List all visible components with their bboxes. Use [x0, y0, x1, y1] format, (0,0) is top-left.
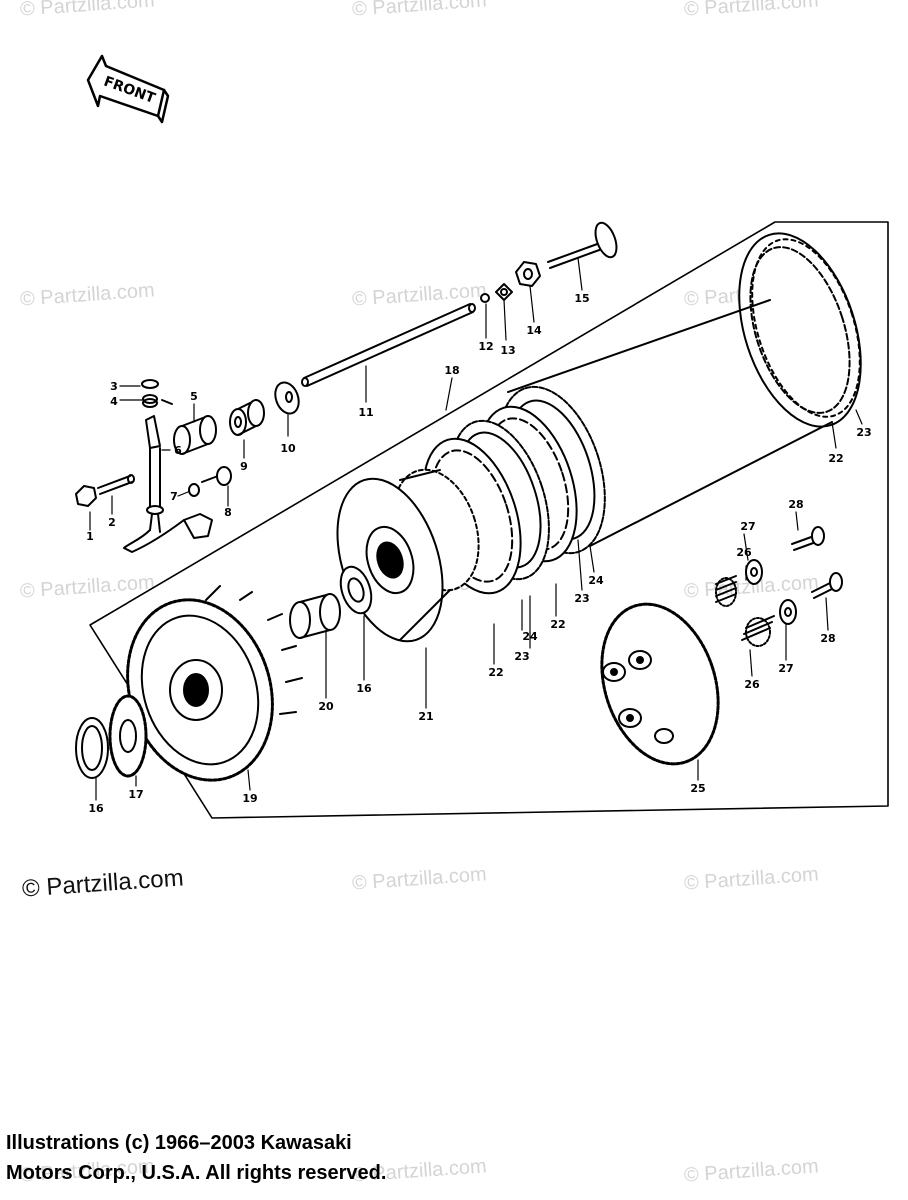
- callout-23-a: 23: [514, 650, 529, 663]
- callout-17: 17: [128, 788, 143, 801]
- front-arrow-icon: [86, 54, 170, 124]
- part-13-lockwasher: [495, 283, 513, 301]
- callout-18: 18: [444, 364, 459, 377]
- part-7-oring: [188, 483, 200, 497]
- part-8-screw: [201, 466, 232, 486]
- callout-9: 9: [240, 460, 248, 473]
- callout-22-a: 22: [488, 666, 503, 679]
- callout-16-lower: 16: [88, 802, 104, 815]
- callout-19: 19: [242, 792, 257, 805]
- callout-14: 14: [526, 324, 542, 337]
- leader-lines: [89, 257, 863, 801]
- callout-24-b: 24: [588, 574, 604, 587]
- callout-2: 2: [108, 516, 116, 529]
- callout-28-a: 28: [788, 498, 803, 511]
- part-17-gear: [108, 694, 148, 778]
- group-outline: [89, 221, 889, 819]
- copyright-notice: Illustrations (c) 1966–2003 Kawasaki Mot…: [6, 1128, 386, 1188]
- callout-13: 13: [500, 344, 515, 357]
- callout-12: 12: [478, 340, 493, 353]
- callout-7: 7: [170, 490, 178, 503]
- part-26-spring-lower: [741, 615, 775, 647]
- callout-15: 15: [574, 292, 589, 305]
- part-16-thrust-washer: [339, 565, 373, 615]
- callout-27-b: 27: [778, 662, 793, 675]
- part-2-pin: [97, 474, 135, 495]
- part-12-ball: [480, 293, 490, 303]
- callout-10: 10: [280, 442, 296, 455]
- callout-4: 4: [110, 395, 118, 408]
- part-6-release-shaft: [123, 415, 213, 553]
- part-23-steel-plate: [738, 232, 862, 428]
- part-4-spring: [142, 394, 173, 408]
- callout-16: 16: [356, 682, 372, 695]
- callout-22-b: 22: [550, 618, 565, 631]
- part-27-washer-upper: [745, 559, 763, 585]
- part-27-washer-lower: [779, 599, 797, 625]
- callout-21: 21: [418, 710, 433, 723]
- callout-28-b: 28: [820, 632, 835, 645]
- part-11-pushrod-long: [301, 303, 476, 387]
- callout-23-c: 23: [856, 426, 871, 439]
- part-14-nut: [515, 261, 541, 287]
- part-25-pressure-plate: [600, 602, 720, 766]
- callout-1: 1: [86, 530, 94, 543]
- callout-26-a: 26: [736, 546, 752, 559]
- callout-numbers: 1 2 3 4 5 6 7 8 9 10 11 12 13 14 15 16 1…: [86, 292, 871, 815]
- callout-20: 20: [318, 700, 334, 713]
- part-28-bolt-lower: [811, 572, 843, 599]
- part-1-nut: [75, 485, 97, 507]
- callout-24-a: 24: [522, 630, 538, 643]
- part-19-clutch-housing: [126, 585, 303, 782]
- stack-line: [589, 421, 833, 547]
- callout-26-b: 26: [744, 678, 760, 691]
- part-20-sleeve: [289, 593, 341, 639]
- part-28-bolt-upper: [791, 526, 825, 551]
- part-5-collar: [173, 415, 217, 455]
- callout-8: 8: [224, 506, 232, 519]
- part-15-pushrod: [547, 221, 618, 269]
- copyright-line-2: Motors Corp., U.S.A. All rights reserved…: [6, 1162, 387, 1184]
- copyright-line-1: Illustrations (c) 1966–2003 Kawasaki: [6, 1132, 352, 1154]
- part-10-washer: [274, 381, 300, 415]
- part-26-spring-upper: [715, 575, 737, 607]
- callout-27-a: 27: [740, 520, 755, 533]
- part-16-washer-lower: [75, 717, 109, 779]
- part-9-bushing: [229, 399, 265, 436]
- callout-23-b: 23: [574, 592, 589, 605]
- callout-11: 11: [358, 406, 373, 419]
- part-3-circlip: [141, 379, 159, 389]
- stack-line: [507, 299, 771, 393]
- callout-22-c: 22: [828, 452, 843, 465]
- callout-6: 6: [174, 444, 182, 457]
- callout-5: 5: [190, 390, 198, 403]
- callout-3: 3: [110, 380, 118, 393]
- callout-25: 25: [690, 782, 705, 795]
